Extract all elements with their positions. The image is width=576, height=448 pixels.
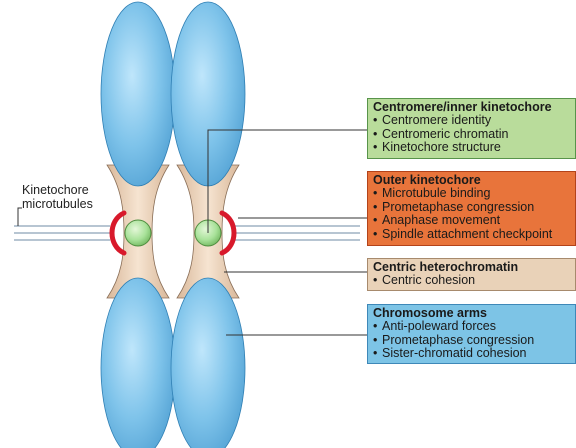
list-item: Prometaphase congression	[373, 334, 575, 348]
list-item: Prometaphase congression	[373, 201, 575, 215]
list-item: Sister-chromatid cohesion	[373, 347, 575, 361]
label-line-2: microtubules	[22, 197, 93, 211]
kinetochore-microtubules-label: Kinetochore microtubules	[22, 183, 93, 211]
centric-heterochromatin-box: Centric heterochromatin Centric cohesion	[367, 258, 576, 291]
list-item: Centric cohesion	[373, 274, 575, 288]
right-lower-arm	[171, 278, 245, 448]
box-title: Centric heterochromatin	[373, 260, 575, 274]
centromere-inner-kinetochore-box: Centromere/inner kinetochore Centromere …	[367, 98, 576, 159]
right-microtubule-bundle	[232, 226, 360, 240]
label-line-1: Kinetochore	[22, 183, 93, 197]
left-microtubule-bundle	[14, 226, 110, 240]
left-upper-arm	[101, 2, 175, 186]
right-kinetochore	[222, 213, 234, 253]
list-item: Spindle attachment checkpoint	[373, 228, 575, 242]
box-title: Centromere/inner kinetochore	[373, 100, 575, 114]
list-item: Kinetochore structure	[373, 141, 575, 155]
list-item: Anaphase movement	[373, 214, 575, 228]
left-kinetochore	[112, 213, 124, 253]
list-item: Centromeric chromatin	[373, 128, 575, 142]
box-title: Chromosome arms	[373, 306, 575, 320]
list-item: Centromere identity	[373, 114, 575, 128]
outer-kinetochore-box: Outer kinetochore Microtubule binding Pr…	[367, 171, 576, 246]
left-lower-arm	[101, 278, 175, 448]
left-centromere	[125, 220, 151, 246]
list-item: Anti-poleward forces	[373, 320, 575, 334]
list-item: Microtubule binding	[373, 187, 575, 201]
chromosome-arms-box: Chromosome arms Anti-poleward forces Pro…	[367, 304, 576, 364]
box-title: Outer kinetochore	[373, 173, 575, 187]
